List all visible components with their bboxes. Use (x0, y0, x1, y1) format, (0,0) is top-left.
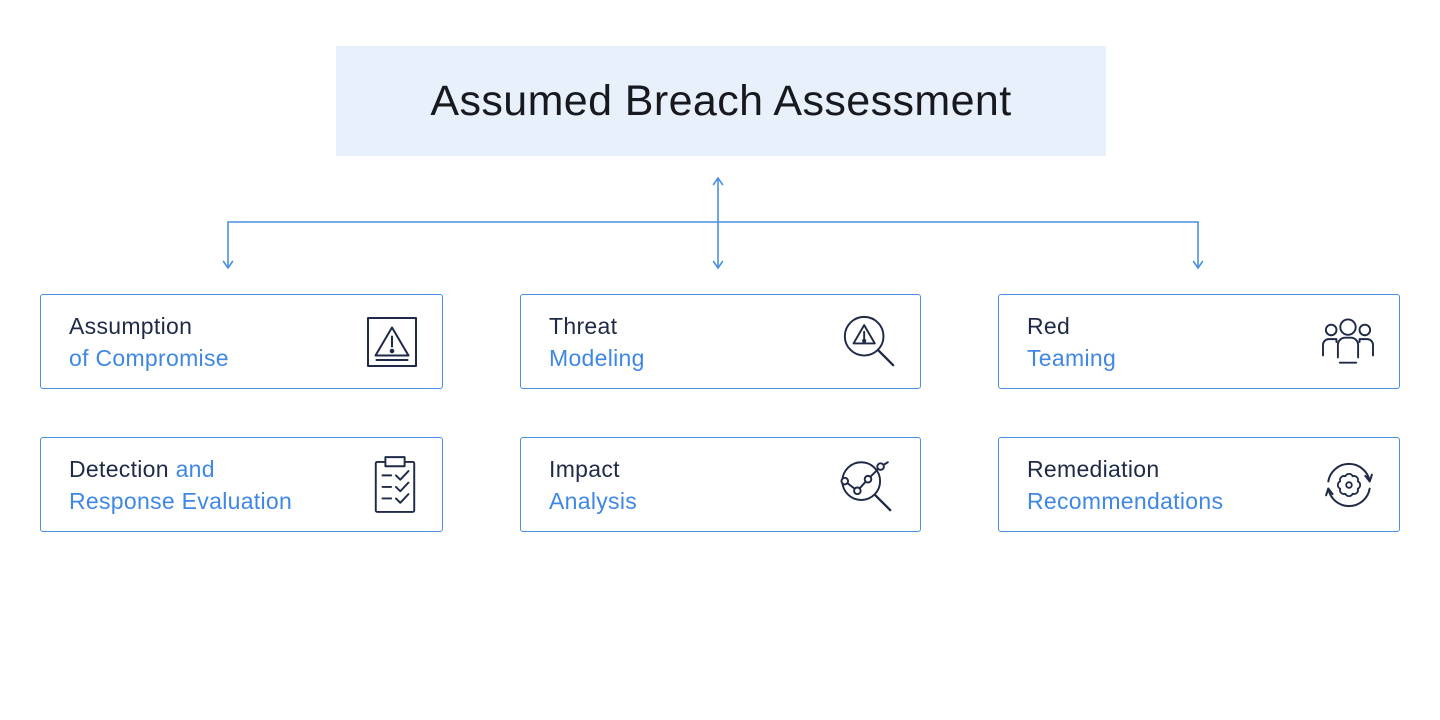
card-title-segment: Detection (69, 455, 176, 482)
threat-magnifier-icon (840, 313, 898, 371)
impact-magnifier-icon (838, 455, 898, 515)
card-title-segment: Modeling (549, 344, 645, 371)
card-title-segment: Response Evaluation (69, 487, 293, 514)
people-group-icon (1319, 317, 1377, 367)
arrowhead-down-center-icon (712, 260, 724, 270)
card-title-segment: and (175, 455, 215, 482)
card-title-segment: Recommendations (1027, 487, 1224, 514)
card-title-line: of Compromise (69, 342, 229, 374)
card-title-line: Response Evaluation (69, 485, 292, 517)
card-title-segment: Teaming (1027, 344, 1117, 371)
card-title-line: Analysis (549, 485, 637, 517)
checklist-clipboard-icon (370, 454, 420, 516)
assumption-of-compromise-card: Assumption of Compromise (40, 294, 443, 389)
card-title-segment: Analysis (549, 487, 638, 514)
card-title-segment: Red (1027, 312, 1071, 339)
card-title-segment: of Compromise (69, 344, 229, 371)
card-title-segment: Threat (549, 312, 618, 339)
warning-square-icon (364, 314, 420, 370)
card-title-line: Remediation (1027, 453, 1223, 485)
title-box: Assumed Breach Assessment (336, 46, 1106, 156)
arrowhead-down-left-icon (222, 260, 234, 270)
card-title-segment: Assumption (69, 312, 193, 339)
page-title: Assumed Breach Assessment (430, 76, 1012, 125)
card-title-line: Threat (549, 310, 645, 342)
card-title: Assumption of Compromise (69, 310, 229, 374)
card-title-line: Teaming (1027, 342, 1116, 374)
refresh-gear-icon (1321, 457, 1377, 513)
card-title-line: Assumption (69, 310, 229, 342)
card-title-line: Recommendations (1027, 485, 1223, 517)
card-title-line: Red (1027, 310, 1116, 342)
arrowhead-down-right-icon (1192, 260, 1204, 270)
card-title-line: Impact (549, 453, 637, 485)
card-title-line: Modeling (549, 342, 645, 374)
card-title-segment: Remediation (1027, 455, 1160, 482)
card-title-segment: Impact (549, 455, 620, 482)
connector-arrows (222, 176, 1204, 270)
arrowhead-up-icon (712, 176, 724, 186)
card-title-line: Detection and (69, 453, 292, 485)
